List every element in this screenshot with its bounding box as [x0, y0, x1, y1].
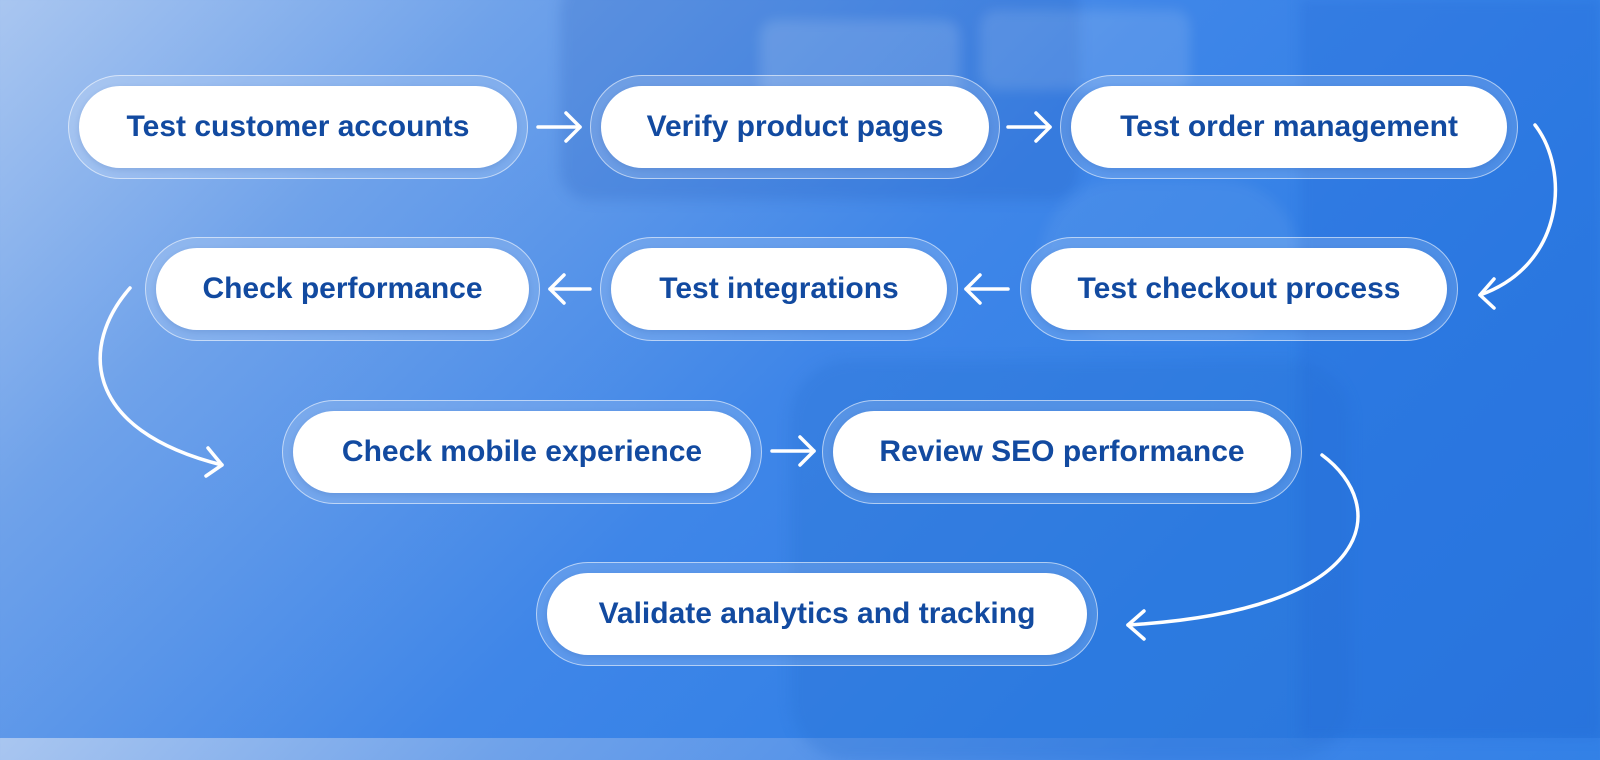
step-label: Validate analytics and tracking: [547, 573, 1087, 655]
step-test-integrations: Test integrations: [600, 237, 958, 341]
step-label: Review SEO performance: [833, 411, 1291, 493]
step-test-customer-accounts: Test customer accounts: [68, 75, 528, 179]
step-label: Verify product pages: [601, 86, 989, 168]
arrow-right-icon: [536, 111, 582, 143]
step-verify-product-pages: Verify product pages: [590, 75, 1000, 179]
step-review-seo-performance: Review SEO performance: [822, 400, 1302, 504]
step-validate-analytics-and-tracking: Validate analytics and tracking: [536, 562, 1098, 666]
arrow-left-icon: [548, 273, 592, 305]
step-label: Check mobile experience: [293, 411, 751, 493]
step-label: Check performance: [156, 248, 529, 330]
arrow-left-icon: [964, 273, 1010, 305]
curved-arrow-icon: [98, 286, 224, 478]
step-test-checkout-process: Test checkout process: [1020, 237, 1458, 341]
step-label: Test integrations: [611, 248, 947, 330]
step-label: Test customer accounts: [79, 86, 517, 168]
curved-arrow-icon: [1478, 123, 1558, 310]
step-check-mobile-experience: Check mobile experience: [282, 400, 762, 504]
arrow-right-icon: [770, 435, 816, 467]
step-check-performance: Check performance: [145, 237, 540, 341]
flow-arrows: [0, 0, 1600, 738]
arrow-right-icon: [1006, 111, 1052, 143]
step-label: Test order management: [1071, 86, 1507, 168]
step-label: Test checkout process: [1031, 248, 1447, 330]
step-test-order-management: Test order management: [1060, 75, 1518, 179]
background-shape: [980, 10, 1190, 90]
curved-arrow-icon: [1126, 453, 1360, 641]
